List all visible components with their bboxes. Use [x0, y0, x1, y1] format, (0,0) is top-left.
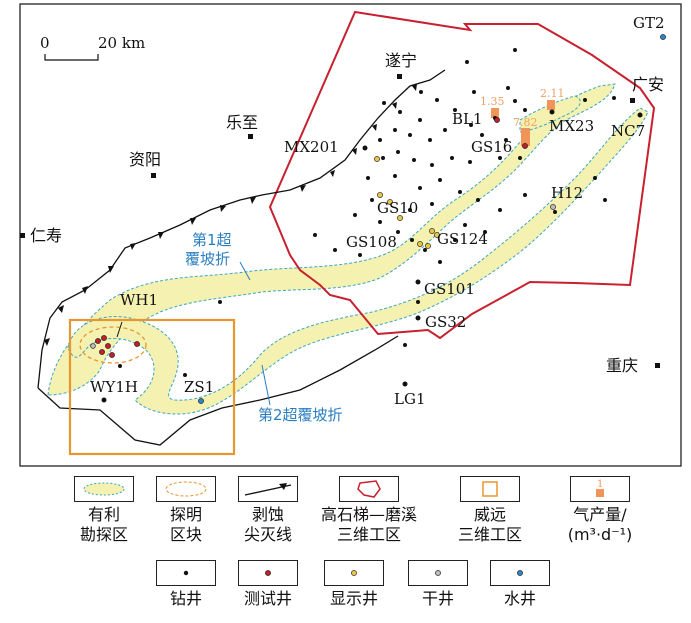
production-gs16: 7.82: [513, 116, 538, 129]
well-wh1: WH1: [120, 291, 158, 309]
legend-test-label: 测试井: [243, 589, 292, 608]
legend-pinchout-swatch: [238, 476, 298, 502]
drill-wells: [101, 48, 643, 403]
city-marker-renshou: [20, 233, 25, 238]
wh1-leader: [116, 321, 123, 338]
legend-water: 水井: [484, 560, 556, 609]
well-nc7: NC7: [611, 122, 645, 140]
legend-proven-label: 探明 区块: [169, 505, 202, 544]
first-slope-break-line2: 覆坡折: [185, 250, 230, 268]
legend-gas-yield: 1 气产量/ (m³·d⁻¹): [550, 476, 650, 545]
legend-test: 测试井: [232, 560, 304, 609]
scale-bar: 0 20 km: [40, 34, 145, 61]
legend-drill: 钻井: [150, 560, 222, 609]
cities: 遂宁 广安 乐至 资阳 仁寿 重庆: [20, 51, 664, 375]
gaoshiti-moxi-survey: [268, 10, 656, 340]
well-gs10: GS10: [377, 199, 418, 217]
second-slope-break-leader: [261, 364, 271, 406]
favorable-zone-ne: [519, 95, 581, 133]
production-bar-mx23: [547, 100, 555, 110]
legend-dry: 干井: [402, 560, 474, 609]
well-gs101: GS101: [424, 280, 475, 298]
legend-proven: 探明 区块: [150, 476, 222, 545]
legend-water-label: 水井: [503, 589, 536, 608]
well-gs32: GS32: [425, 313, 466, 331]
test-wells: [95, 117, 528, 358]
legend-water-swatch: [490, 560, 550, 586]
legend-pinchout: 剥蚀 尖灭线: [232, 476, 304, 545]
favorable-zone-south: [67, 107, 649, 415]
legend-gaoshiti-swatch: [339, 476, 399, 502]
legend-show-label: 显示井: [329, 589, 378, 608]
well-gs108: GS108: [346, 233, 397, 251]
legend-proven-swatch: [156, 476, 216, 502]
legend-pinchout-label: 剥蚀 尖灭线: [243, 505, 292, 544]
production-bl1: 1.35: [480, 95, 505, 108]
production-bar-bl1: [491, 108, 499, 118]
city-renshou: 仁寿: [30, 226, 62, 245]
city-guangan: 广安: [632, 75, 664, 94]
well-bl1: BL1: [452, 110, 483, 128]
legend-gas-yield-swatch: 1: [570, 476, 630, 502]
legend-weiyuan: 威远 三维工区: [440, 476, 540, 545]
city-lezhi: 乐至: [226, 113, 258, 132]
legend-gaoshiti: 高石梯—磨溪 三维工区: [310, 476, 428, 545]
water-wells: [198, 34, 666, 404]
well-mx201: MX201: [284, 138, 339, 156]
well-mx23: MX23: [549, 117, 594, 135]
proven-block: [79, 326, 147, 364]
legend-gas-yield-sample: 1: [597, 479, 603, 490]
first-slope-break-leader: [239, 261, 251, 281]
first-slope-break-line1: 第1超: [192, 231, 232, 249]
legend-weiyuan-swatch: [460, 476, 520, 502]
city-suining: 遂宁: [385, 51, 417, 70]
legend-test-swatch: [238, 560, 298, 586]
erosion-pinchout-line: [37, 69, 446, 446]
legend-gas-yield-label: 气产量/ (m³·d⁻¹): [567, 505, 633, 544]
production-bar-gs16: [521, 128, 530, 146]
city-ziyang: 资阳: [129, 150, 161, 169]
well-labels: GT2 BL1 MX23 NC7 GS16 MX201 H12 GS10 GS1…: [90, 14, 665, 408]
city-marker-ziyang: [151, 173, 156, 178]
city-chongqing: 重庆: [606, 356, 638, 375]
legend-favorable: 有利 勘探区: [68, 476, 140, 545]
well-lg1: LG1: [394, 390, 426, 408]
legend-favorable-swatch: [74, 476, 134, 502]
legend: 有利 勘探区 探明 区块 剥蚀 尖灭线 高石梯—磨溪 三维工区 威远 三维工区 …: [0, 472, 691, 623]
scale-zero: 0: [40, 34, 50, 52]
legend-show-swatch: [324, 560, 384, 586]
legend-favorable-label: 有利 勘探区: [79, 505, 128, 544]
legend-show: 显示井: [318, 560, 390, 609]
production-bars: [491, 100, 555, 146]
legend-drill-label: 钻井: [169, 589, 202, 608]
legend-gaoshiti-label: 高石梯—磨溪 三维工区: [320, 505, 417, 544]
map-canvas: 0 20 km 遂宁 广安 乐至 资阳 仁寿 重庆 1.35 7.82 2.11: [19, 3, 682, 467]
city-marker-chongqing: [655, 363, 660, 368]
weiyuan-survey: [68, 318, 236, 456]
city-marker-lezhi: [248, 134, 253, 139]
well-gs16: GS16: [471, 138, 512, 156]
city-marker-suining: [397, 74, 402, 79]
legend-dry-swatch: [408, 560, 468, 586]
city-marker-guangan: [630, 98, 635, 103]
legend-drill-swatch: [156, 560, 216, 586]
favorable-zones: [47, 83, 649, 415]
dry-wells: [90, 204, 556, 349]
well-zs1: ZS1: [184, 378, 214, 396]
show-wells: [374, 156, 440, 249]
legend-dry-label: 干井: [421, 589, 454, 608]
scale-distance: 20 km: [98, 34, 145, 52]
well-gs124: GS124: [437, 230, 488, 248]
production-mx23: 2.11: [540, 87, 565, 100]
legend-weiyuan-label: 威远 三维工区: [457, 505, 522, 544]
well-wy1h: WY1H: [90, 378, 138, 396]
well-gt2: GT2: [633, 14, 665, 32]
well-h12: H12: [551, 184, 583, 202]
second-slope-break: 第2超覆坡折: [258, 406, 343, 424]
